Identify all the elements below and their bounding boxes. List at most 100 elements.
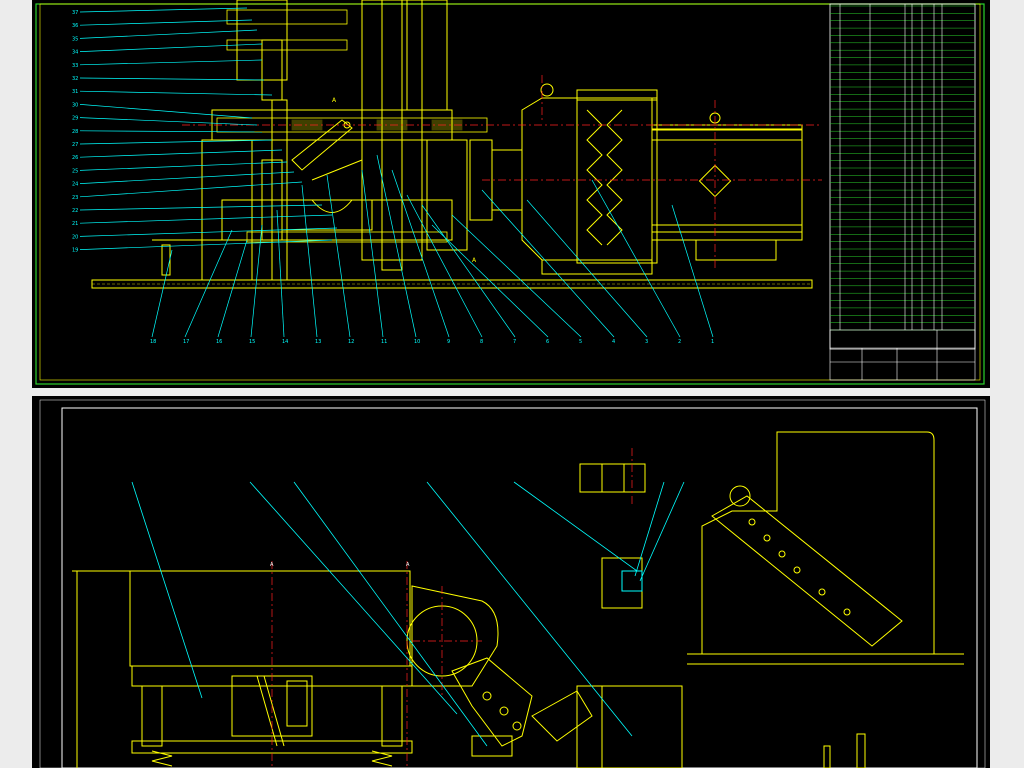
bottom-balloon: 16 xyxy=(216,339,222,345)
section-mark-1: A xyxy=(270,562,274,568)
leader-line xyxy=(79,43,263,52)
left-balloon: 33 xyxy=(72,63,78,69)
leader-line xyxy=(79,90,273,96)
leader-line xyxy=(79,59,263,66)
bottom-balloon: 15 xyxy=(249,339,255,345)
leader-line xyxy=(276,209,285,338)
leader-line xyxy=(301,184,318,338)
bottom-balloon: 12 xyxy=(348,339,354,345)
leader-line xyxy=(326,174,351,338)
sheet-inner-border xyxy=(39,399,986,768)
leader-line xyxy=(391,169,450,338)
leader-line xyxy=(481,189,615,338)
leader-line xyxy=(79,77,265,81)
leader-line xyxy=(526,199,648,338)
bottom-balloon: 13 xyxy=(315,339,321,345)
parts-list-rows xyxy=(830,5,975,331)
parts-list-columns xyxy=(839,4,943,330)
title-block xyxy=(829,329,976,381)
leader-line xyxy=(79,149,283,158)
leader-line xyxy=(671,204,714,338)
bottom-balloon: 8 xyxy=(480,339,483,345)
lower-right-detail xyxy=(823,733,866,768)
leader-line xyxy=(79,214,333,224)
centerlines xyxy=(271,448,633,768)
left-balloon: 20 xyxy=(72,234,78,240)
leader-line xyxy=(151,249,173,338)
leader-line xyxy=(591,179,681,338)
leader-line xyxy=(79,204,323,211)
left-balloon: 24 xyxy=(72,182,78,188)
drawing-sheet-bottom: A A xyxy=(32,396,990,768)
left-balloon: 25 xyxy=(72,168,78,174)
leader-line xyxy=(217,239,248,338)
leader-line xyxy=(79,29,258,39)
bottom-balloon: 11 xyxy=(381,339,387,345)
leader-line xyxy=(451,214,582,338)
section-mark-2: A xyxy=(406,562,410,568)
bottom-balloon: 17 xyxy=(183,339,189,345)
left-leader-lines xyxy=(79,7,338,250)
centerlines xyxy=(182,75,822,270)
bottom-balloon: 18 xyxy=(150,339,156,345)
left-balloon: 34 xyxy=(72,50,78,56)
left-balloon: 29 xyxy=(72,116,78,122)
leader-line xyxy=(79,104,253,119)
bottom-balloon: 5 xyxy=(579,339,582,345)
leader-line xyxy=(79,161,288,171)
leader-line xyxy=(79,227,338,237)
leader-line xyxy=(79,7,248,13)
leader-line xyxy=(79,139,273,145)
left-balloon: 26 xyxy=(72,155,78,161)
bottom-balloon: 7 xyxy=(513,339,516,345)
leader-line xyxy=(79,130,263,133)
sheet-inner-border xyxy=(39,3,981,381)
bottom-balloon: 3 xyxy=(645,339,648,345)
bottom-leader-lines xyxy=(151,154,714,338)
base-plate xyxy=(91,279,813,289)
bottom-balloon: 14 xyxy=(282,339,288,345)
left-balloon: 35 xyxy=(72,36,78,42)
leader-line xyxy=(79,239,333,250)
springs xyxy=(151,750,393,767)
left-balloon: 21 xyxy=(72,221,78,227)
leader-line xyxy=(361,169,384,338)
left-balloon: 28 xyxy=(72,129,78,135)
electric-motor xyxy=(651,112,803,261)
leader-lines xyxy=(131,481,685,747)
eccentric-arm xyxy=(451,657,593,757)
inclined-chute-view xyxy=(687,431,964,665)
leader-line xyxy=(79,181,303,198)
leader-line xyxy=(184,229,233,338)
bottom-balloon: 2 xyxy=(678,339,681,345)
leader-line xyxy=(376,154,417,338)
view-labels: A A xyxy=(270,562,410,568)
detail-view-small xyxy=(579,463,646,609)
leader-line xyxy=(406,194,483,338)
leader-line xyxy=(431,224,549,338)
left-balloon: 22 xyxy=(72,208,78,214)
left-balloon: 32 xyxy=(72,76,78,82)
left-balloon: 27 xyxy=(72,142,78,148)
bottom-balloon: 10 xyxy=(414,339,420,345)
left-balloon: 31 xyxy=(72,89,78,95)
sheet-border xyxy=(35,3,985,385)
leader-line xyxy=(79,171,295,184)
gearbox-housing xyxy=(152,0,468,281)
machine-frame xyxy=(72,570,413,768)
left-balloon: 36 xyxy=(72,23,78,29)
bottom-balloon: 6 xyxy=(546,339,549,345)
left-balloon: 37 xyxy=(72,10,78,16)
section-label-right: A xyxy=(472,257,477,264)
parts-list-table xyxy=(829,3,976,350)
leader-line xyxy=(421,204,516,338)
leader-line xyxy=(250,224,263,338)
bottom-balloon: 4 xyxy=(612,339,615,345)
section-label-left: A xyxy=(332,97,337,104)
leader-line xyxy=(79,19,253,26)
detail-drawing-bottom: A A xyxy=(39,399,986,768)
